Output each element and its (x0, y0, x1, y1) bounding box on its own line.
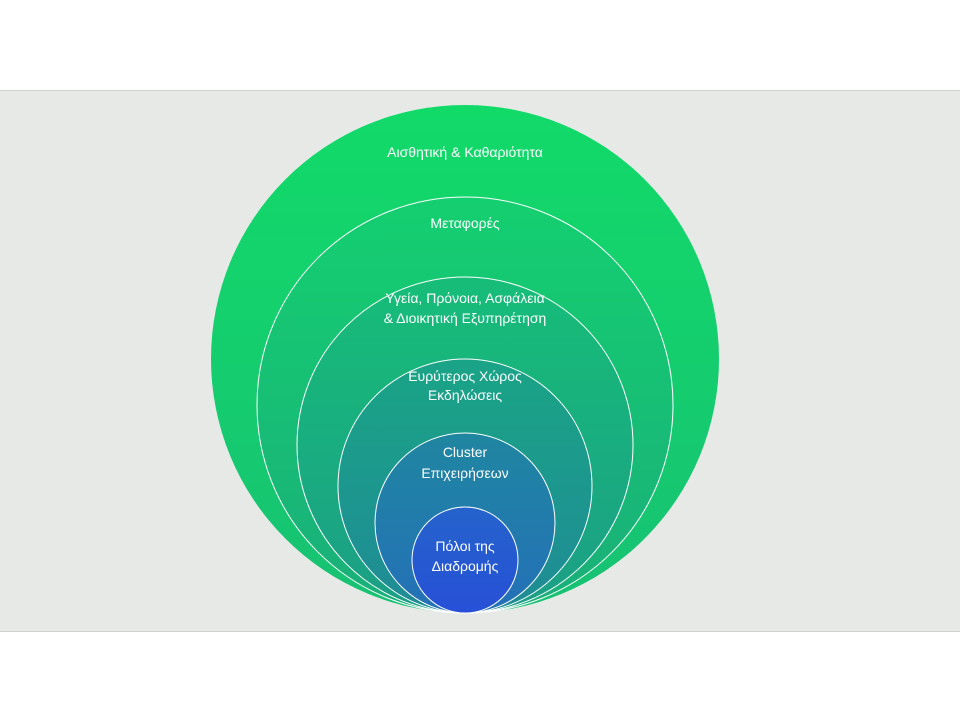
ring-label-route-poles-line1: Πόλοι της (435, 538, 495, 554)
slide: Αισθητική & Καθαριότητα Μεταφορές Υγεία,… (0, 90, 960, 632)
ring-label-wider-area-line2: Εκδηλώσεις (428, 387, 502, 403)
ring-label-route-poles-line2: Διαδρομής (432, 558, 499, 574)
ring-label-aesthetics-cleaning: Αισθητική & Καθαριότητα (387, 144, 543, 160)
ring-label-transport: Μεταφορές (430, 215, 499, 231)
ring-label-health-welfare-line2: & Διοικητική Εξυπηρέτηση (384, 310, 547, 326)
ring-label-health-welfare-line1: Υγεία, Πρόνοια, Ασφάλεια (385, 290, 544, 306)
ring-label-wider-area-line1: Ευρύτερος Χώρος (408, 368, 522, 384)
ring-route-poles (411, 506, 519, 614)
ring-label-business-cluster-line2: Επιχειρήσεων (421, 465, 508, 481)
nested-circles-diagram: Αισθητική & Καθαριότητα Μεταφορές Υγεία,… (211, 105, 719, 614)
ring-label-business-cluster-line1: Cluster (443, 444, 488, 460)
